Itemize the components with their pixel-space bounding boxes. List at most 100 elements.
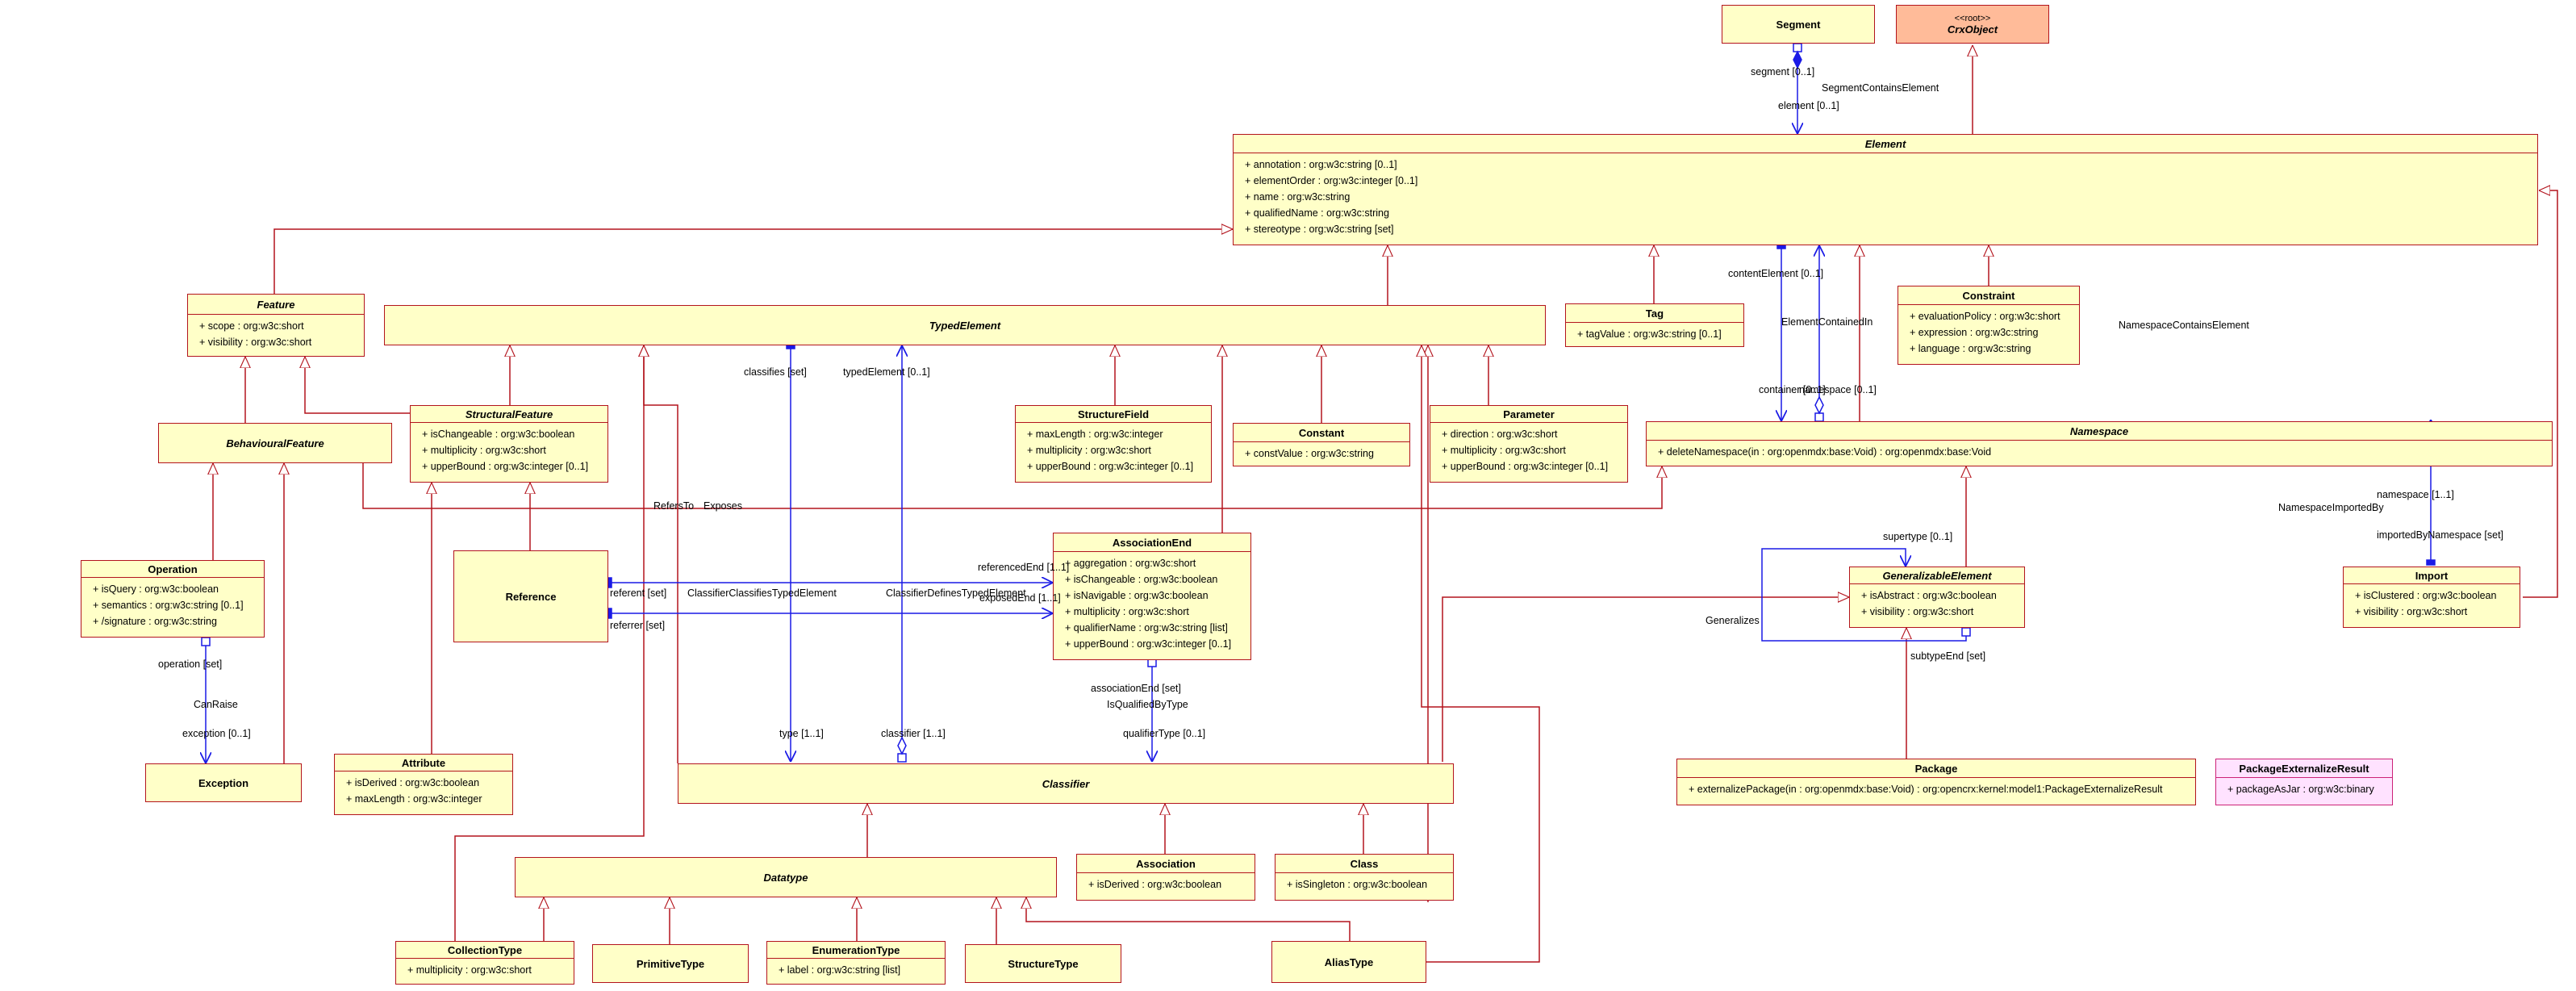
class-structurefield[interactable]: StructureField + maxLength : org:w3c:int… [1015,405,1212,483]
association-label: Exposes [703,500,742,512]
class-crxobject[interactable]: <<root>> CrxObject [1896,5,2049,44]
attribute: + isNavigable : org:w3c:boolean [1065,590,1209,601]
attribute: + packageAsJar : org:w3c:binary [2227,784,2374,795]
association-label: CanRaise [194,699,238,710]
gen-classifier-generalizable [1442,597,1849,762]
class-collectiontype[interactable]: CollectionType + multiplicity : org:w3c:… [395,941,574,985]
class-name: AssociationEnd [1054,533,1250,552]
class-aliastype[interactable]: AliasType [1271,941,1426,983]
class-name: Segment [1776,18,1821,31]
role-label: importedByNamespace [set] [2377,529,2504,541]
role-label: associationEnd [set] [1091,683,1181,694]
class-name: StructuralFeature [411,406,607,423]
class-name: CrxObject [1947,23,1998,36]
class-behaviouralfeature[interactable]: BehaviouralFeature [158,423,392,463]
class-tag[interactable]: Tag + tagValue : org:w3c:string [0..1] [1565,303,1744,347]
class-typedelement[interactable]: TypedElement [384,305,1546,345]
class-name: Import [2344,567,2520,584]
class-name: Parameter [1430,406,1627,423]
class-namespace[interactable]: Namespace + deleteNamespace(in : org:ope… [1646,421,2553,466]
attributes: + aggregation : org:w3c:short + isChange… [1054,552,1250,655]
attribute: + elementOrder : org:w3c:integer [0..1] [1245,175,1418,186]
attribute: + multiplicity : org:w3c:short [1065,606,1189,617]
attribute: + isQuery : org:w3c:boolean [93,583,219,595]
attributes: + isAbstract : org:w3c:boolean + visibil… [1850,584,2024,623]
attribute: + language : org:w3c:string [1910,343,2031,354]
attribute: + visibility : org:w3c:short [199,337,312,348]
class-packageexternalizeresult[interactable]: PackageExternalizeResult + packageAsJar … [2215,759,2393,805]
class-name: Constraint [1898,286,2079,305]
class-operation[interactable]: Operation + isQuery : org:w3c:boolean + … [81,560,265,638]
class-association[interactable]: Association + isDerived : org:w3c:boolea… [1076,854,1255,901]
class-classifier[interactable]: Classifier [678,763,1454,804]
attributes: + isChangeable : org:w3c:boolean + multi… [411,423,607,478]
role-label: referent [set] [610,587,667,599]
class-name: Class [1275,855,1453,873]
attribute: + direction : org:w3c:short [1442,429,1558,440]
attribute: + isClustered : org:w3c:boolean [2355,590,2497,601]
class-constant[interactable]: Constant + constValue : org:w3c:string [1233,423,1410,466]
association-label: NamespaceImportedBy [2278,502,2384,513]
gen-classifier-typed [644,345,678,763]
attributes: + isSingleton : org:w3c:boolean [1275,873,1453,896]
class-class[interactable]: Class + isSingleton : org:w3c:boolean [1275,854,1454,901]
role-label: operation [set] [158,659,223,670]
role-label: typedElement [0..1] [843,366,930,378]
class-name: StructureField [1016,406,1211,423]
attribute: + multiplicity : org:w3c:short [422,445,546,456]
role-label: type [1..1] [779,728,824,739]
class-feature[interactable]: Feature + scope : org:w3c:short + visibi… [187,294,365,357]
class-reference[interactable]: Reference [453,550,608,642]
association-label: ClassifierDefinesTypedElement [886,587,1026,599]
class-primitivetype[interactable]: PrimitiveType [592,944,749,983]
class-segment[interactable]: Segment [1722,5,1875,44]
class-name: Tag [1566,304,1743,323]
class-import[interactable]: Import + isClustered : org:w3c:boolean +… [2343,567,2520,628]
attribute: + isSingleton : org:w3c:boolean [1287,879,1428,890]
class-structuralfeature[interactable]: StructuralFeature + isChangeable : org:w… [410,405,608,483]
class-parameter[interactable]: Parameter + direction : org:w3c:short + … [1430,405,1628,483]
class-datatype[interactable]: Datatype [515,857,1057,897]
class-name: Classifier [1042,777,1090,790]
class-package[interactable]: Package + externalizePackage(in : org:op… [1676,759,2196,805]
attribute: + qualifiedName : org:w3c:string [1245,207,1389,219]
class-name: Reference [505,590,557,603]
class-name: Feature [188,295,364,315]
role-label: classifies [set] [744,366,807,378]
attributes: + isDerived : org:w3c:boolean + maxLengt… [335,771,512,810]
class-structuretype[interactable]: StructureType [965,944,1121,983]
role-label: contentElement [0..1] [1728,268,1824,279]
gen-structural-feature [305,357,413,414]
attribute: + maxLength : org:w3c:integer [1027,429,1163,440]
gen-alias-datatype [1026,897,1351,941]
class-generalizableelement[interactable]: GeneralizableElement + isAbstract : org:… [1849,567,2025,628]
class-element[interactable]: Element + annotation : org:w3c:string [0… [1233,134,2538,245]
association-label: RefersTo [653,500,695,512]
attribute: + multiplicity : org:w3c:short [1442,445,1566,456]
gen-feature-element [273,229,1233,294]
attribute: + annotation : org:w3c:string [0..1] [1245,159,1397,170]
class-name: Attribute [335,755,512,771]
class-enumerationtype[interactable]: EnumerationType + label : org:w3c:string… [766,941,946,985]
class-name: Operation [81,561,264,578]
attribute: + isChangeable : org:w3c:boolean [422,429,575,440]
class-name: Constant [1234,424,1409,442]
attribute: + visibility : org:w3c:short [1861,606,1974,617]
class-name: PrimitiveType [636,957,705,970]
role-label: referencedEnd [1..1] [978,562,1070,573]
attribute: + /signature : org:w3c:string [93,616,217,627]
class-attribute[interactable]: Attribute + isDerived : org:w3c:boolean … [334,754,513,815]
class-constraint[interactable]: Constraint + evaluationPolicy : org:w3c:… [1898,286,2080,365]
class-exception[interactable]: Exception [145,763,302,802]
class-associationend[interactable]: AssociationEnd + aggregation : org:w3c:s… [1053,533,1251,660]
association-label: SegmentContainsElement [1822,82,1939,94]
attribute: + evaluationPolicy : org:w3c:short [1910,311,2060,322]
attribute: + isDerived : org:w3c:boolean [346,777,480,788]
role-label: segment [0..1] [1751,66,1815,77]
class-name: AliasType [1324,955,1374,968]
attribute: + externalizePackage(in : org:openmdx:ba… [1689,784,2163,795]
gen-import-element [2523,190,2558,598]
attribute: + aggregation : org:w3c:short [1065,558,1196,569]
class-name: Association [1077,855,1255,873]
